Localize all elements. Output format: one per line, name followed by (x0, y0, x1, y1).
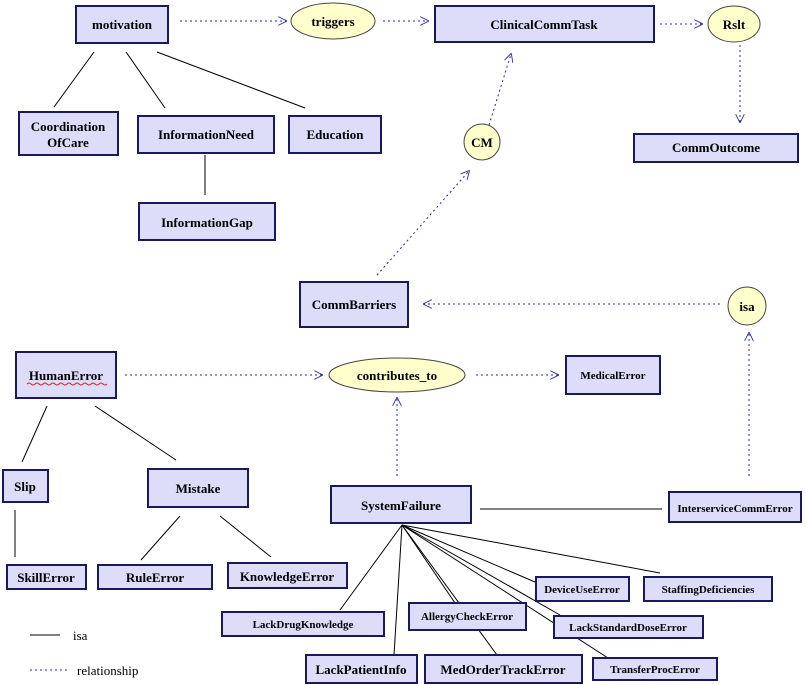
node-triggers[interactable]: triggers (290, 2, 376, 40)
isa-line-motivation-coordination (53, 51, 95, 108)
node-systemfailure[interactable]: SystemFailure (330, 485, 472, 524)
rel-arrow-commbarriers-cm (376, 171, 469, 276)
node-interservicecommerror-label: InterserviceCommError (677, 503, 792, 515)
node-staffingdeficiencies-label: StaffingDeficiencies (662, 584, 756, 596)
node-triggers-label: triggers (311, 14, 354, 29)
node-systemfailure-label: SystemFailure (361, 498, 441, 513)
isa-line-humanerror-slip (21, 405, 48, 463)
node-education-label: Education (306, 127, 364, 142)
solid-isa-lines (14, 51, 662, 659)
isa-line-systemfailure-lackdrug (339, 524, 403, 611)
node-humanerror-label: HumanError (29, 368, 103, 383)
node-deviceuseerror-label: DeviceUseError (544, 584, 620, 596)
node-staffingdeficiencies[interactable]: StaffingDeficiencies (643, 576, 773, 602)
node-lackpatientinfo[interactable]: LackPatientInfo (305, 654, 418, 684)
node-skillerror-label: SkillError (17, 570, 75, 585)
isa-line-mistake-ruleerror (140, 515, 181, 561)
node-cm[interactable]: CM (463, 123, 501, 161)
isa-line-systemfailure-allergy (401, 524, 456, 604)
node-commoutcome-label: CommOutcome (672, 140, 760, 155)
node-medordertrackerror-label: MedOrderTrackError (440, 662, 565, 677)
node-deviceuseerror[interactable]: DeviceUseError (535, 576, 630, 602)
spellcheck-underline (26, 382, 108, 386)
node-slip[interactable]: Slip (2, 469, 49, 503)
isa-line-motivation-education (156, 51, 306, 109)
node-isa-label: isa (739, 299, 755, 314)
node-commoutcome[interactable]: CommOutcome (633, 133, 799, 163)
node-contributesto-label: contributes_to (357, 368, 437, 383)
node-slip-label: Slip (14, 479, 36, 494)
node-mistake[interactable]: Mistake (147, 468, 249, 508)
node-humanerror[interactable]: HumanError (15, 351, 117, 399)
node-informationneed[interactable]: InformationNeed (137, 115, 275, 154)
isa-line-humanerror-mistake (94, 405, 177, 461)
node-ruleerror[interactable]: RuleError (97, 564, 213, 590)
node-lackdrugknowledge[interactable]: LackDrugKnowledge (221, 611, 385, 637)
node-allergycheckerror[interactable]: AllergyCheckError (408, 602, 527, 631)
node-lackpatientinfo-label: LackPatientInfo (316, 662, 407, 677)
isa-line-systemfailure-lackstandard (401, 524, 561, 616)
isa-line-motivation-informationneed (125, 51, 166, 109)
isa-line-mistake-knowledgeerror (219, 515, 272, 558)
isa-line-systemfailure-lackpatient (393, 524, 403, 656)
node-motivation-label: motivation (92, 17, 153, 32)
node-education[interactable]: Education (288, 115, 382, 154)
node-rslt[interactable]: Rslt (707, 5, 761, 43)
node-clinicalcommtask[interactable]: ClinicalCommTask (434, 5, 655, 43)
isa-line-systemfailure-staffing (401, 524, 661, 574)
node-medordertrackerror[interactable]: MedOrderTrackError (424, 654, 583, 684)
node-cm-label: CM (471, 135, 493, 150)
node-motivation[interactable]: motivation (75, 5, 169, 44)
node-coordinationofcare-label-line2: OfCare (47, 135, 89, 150)
node-lackstandarddoseerror[interactable]: LackStandardDoseError (553, 615, 704, 639)
node-coordinationofcare[interactable]: Coordination OfCare (18, 111, 119, 156)
rel-arrow-cm-clinicalcommtask (488, 54, 511, 126)
legend: isa relationship (30, 628, 138, 678)
node-knowledgeerror[interactable]: KnowledgeError (227, 562, 348, 589)
node-lackdrugknowledge-label: LackDrugKnowledge (253, 619, 354, 631)
node-coordinationofcare-label-line1: Coordination (31, 119, 106, 134)
node-interservicecommerror[interactable]: InterserviceCommError (668, 491, 802, 523)
node-commbarriers-label: CommBarriers (312, 297, 396, 312)
node-isa[interactable]: isa (727, 286, 767, 326)
node-transferprocerror[interactable]: TransferProcError (592, 657, 718, 681)
node-commbarriers[interactable]: CommBarriers (299, 281, 409, 328)
node-contributesto[interactable]: contributes_to (328, 357, 466, 393)
node-medicalerror-label: MedicalError (580, 370, 645, 382)
node-skillerror[interactable]: SkillError (6, 564, 87, 590)
node-rslt-label: Rslt (723, 17, 746, 32)
node-knowledgeerror-label: KnowledgeError (240, 569, 335, 584)
node-medicalerror[interactable]: MedicalError (565, 355, 661, 395)
legend-isa-label: isa (73, 628, 88, 643)
node-allergycheckerror-label: AllergyCheckError (421, 611, 513, 623)
node-mistake-label: Mistake (176, 481, 221, 496)
isa-line-systemfailure-deviceuse (401, 524, 536, 583)
legend-relationship-label: relationship (77, 663, 138, 678)
node-ruleerror-label: RuleError (126, 570, 184, 585)
isa-line-systemfailure-medorder (401, 524, 498, 656)
node-clinicalcommtask-label: ClinicalCommTask (490, 17, 598, 32)
node-informationgap-label: InformationGap (161, 215, 253, 230)
node-transferprocerror-label: TransferProcError (610, 664, 700, 676)
node-lackstandarddoseerror-label: LackStandardDoseError (569, 622, 687, 634)
node-informationneed-label: InformationNeed (158, 127, 255, 142)
dotted-relationship-lines (125, 21, 749, 476)
node-informationgap[interactable]: InformationGap (138, 202, 276, 241)
